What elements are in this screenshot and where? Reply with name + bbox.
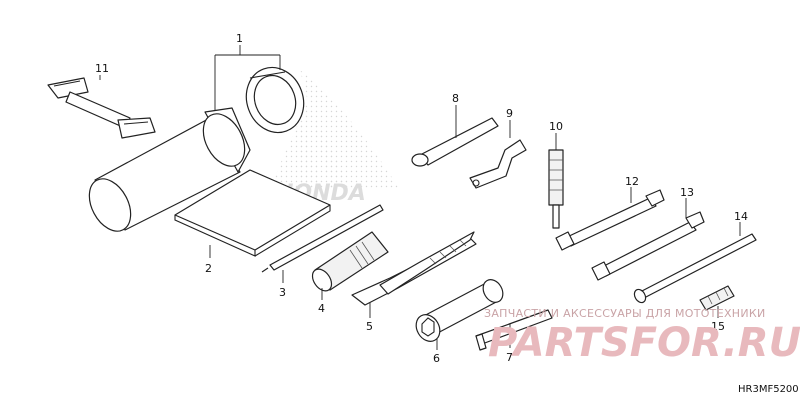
partsfor-watermark: ЗАПЧАСТИ И АКСЕССУАРЫ ДЛЯ МОТОТЕХНИКИ PA… (484, 307, 800, 366)
part-8-pin-spanner (411, 117, 499, 167)
callout-8: 8 (452, 92, 459, 105)
callout-3: 3 (279, 286, 286, 299)
callout-5: 5 (366, 320, 373, 333)
part-3-screwdriver (261, 204, 384, 273)
leader-lines (99, 45, 741, 350)
callout-10: 10 (549, 120, 563, 133)
callout-13: 13 (680, 186, 694, 199)
callout-2: 2 (205, 262, 212, 275)
part-14-extension-bar (633, 233, 757, 304)
part-5-pliers (351, 231, 477, 306)
part-1-tool-case (88, 66, 305, 232)
callout-12: 12 (625, 175, 639, 188)
callout-6: 6 (433, 352, 440, 365)
diagram-code: HR3MF5200 (738, 384, 799, 395)
part-2-manual (174, 169, 331, 257)
callouts: 1 2 3 4 5 6 7 8 9 10 11 12 13 14 15 (95, 32, 748, 365)
callout-9: 9 (506, 107, 513, 120)
part-10-bit (548, 149, 564, 229)
part-7-hex-key (475, 309, 553, 351)
part-12-wrench (555, 189, 665, 251)
part-6-box-spanner (415, 279, 504, 342)
callout-11: 11 (95, 62, 109, 75)
part-9-hook-wrench (469, 139, 527, 189)
callout-15: 15 (711, 320, 725, 333)
callout-4: 4 (318, 302, 325, 315)
part-13-wrench (591, 211, 705, 281)
callout-1: 1 (236, 32, 243, 45)
callout-14: 14 (734, 210, 748, 223)
part-15-fuse-puller (699, 285, 735, 311)
part-4-handle (311, 231, 389, 292)
watermark-tagline: ЗАПЧАСТИ И АКСЕССУАРЫ ДЛЯ МОТОТЕХНИКИ (484, 307, 766, 320)
watermark-logo: PARTSFOR.RU (488, 320, 800, 366)
callout-7: 7 (506, 351, 513, 364)
part-11-strap (47, 77, 156, 139)
